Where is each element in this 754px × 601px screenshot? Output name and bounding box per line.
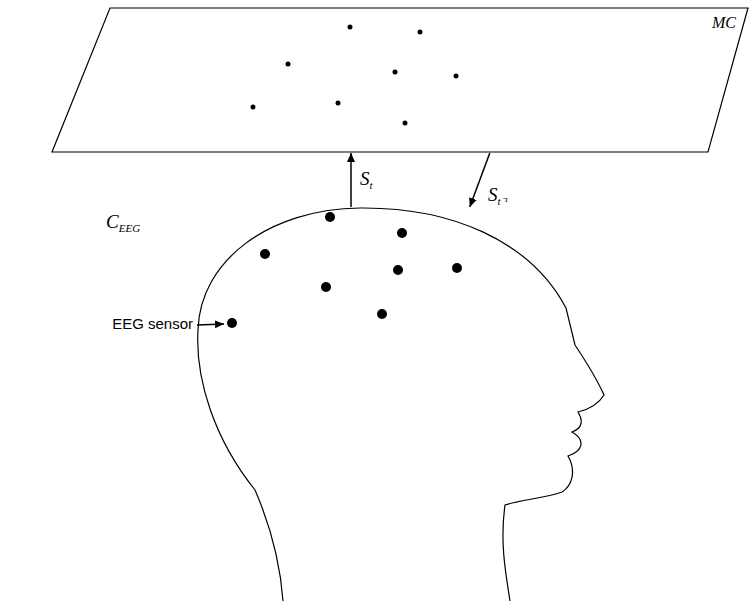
sensor-space-label: CEEG — [106, 211, 140, 234]
sensor-dot — [377, 309, 387, 319]
mapping-arrow — [470, 153, 490, 207]
sensor-dot — [260, 249, 270, 259]
sensor-dot — [325, 212, 335, 222]
node-outline — [50, 5, 750, 153]
sensor-dot — [454, 74, 459, 79]
sensor-dot — [418, 30, 423, 35]
sensor-dot — [321, 282, 331, 292]
sensor-dot — [403, 121, 408, 126]
node-outline — [95, 207, 610, 601]
sensor-dot — [348, 25, 353, 30]
leader-arrow — [197, 324, 224, 325]
projection-plane: MC — [50, 5, 750, 153]
edge-label: St⁻¹ — [488, 184, 508, 208]
plane-outline — [52, 8, 748, 152]
sensor-dot — [336, 101, 341, 106]
sensor-label: EEG sensor — [112, 315, 193, 332]
sensor-dot — [251, 105, 256, 110]
head-outline: CEEG — [95, 207, 610, 601]
head-shape — [198, 208, 604, 601]
sensor-dot — [227, 318, 237, 328]
sensor-dot — [452, 263, 462, 273]
sensor-dot — [393, 70, 398, 75]
plane-label: MC — [712, 14, 736, 32]
edge-label: St — [360, 168, 373, 191]
sensor-dot — [286, 62, 291, 67]
sensor-dot — [393, 265, 403, 275]
sensor-dot — [397, 228, 407, 238]
mapping-arrow — [350, 153, 352, 207]
